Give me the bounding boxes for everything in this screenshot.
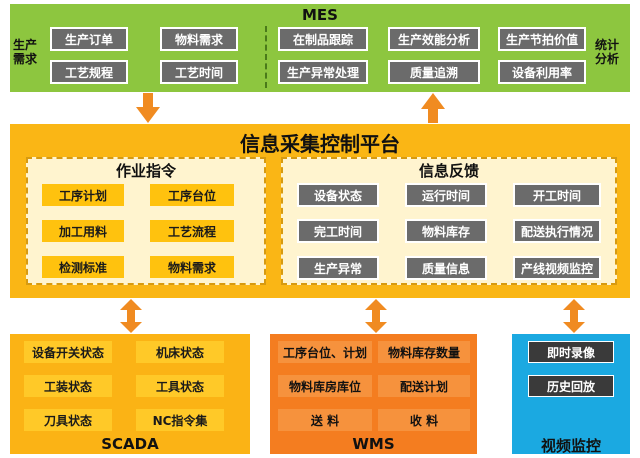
feedback-title: 信息反馈 [418,162,479,180]
mes-item: 工艺时间 [160,60,238,84]
mes-left-label-line: 生产 [12,38,37,52]
scada-title: SCADA [101,435,159,453]
arrow-down-icon [136,93,160,123]
feedback-item: 生产异常 [297,256,379,280]
work-order-item: 工艺流程 [150,220,234,242]
mes-item: 生产效能分析 [388,27,480,51]
feedback-item: 物料库存 [405,219,487,243]
mes-right-label-line: 统计 [594,38,619,52]
feedback-item: 设备状态 [297,183,379,207]
platform-title: 信息采集控制平台 [240,132,400,156]
mes-left-label-line: 需求 [12,52,37,66]
mes-item: 质量追溯 [388,60,480,84]
double-arrow-icon [365,299,387,333]
scada-item: 设备开关状态 [24,341,112,363]
arrow-up-icon [421,93,445,123]
mes-item: 物料需求 [160,27,238,51]
feedback-item: 质量信息 [405,256,487,280]
mes-right-label: 统计 分析 [594,38,620,66]
scada-item: 工装状态 [24,375,112,397]
mes-left-label: 生产 需求 [12,38,38,66]
video-item: 历史回放 [528,375,614,397]
mes-item: 在制品跟踪 [278,27,368,51]
work-order-item: 加工用料 [42,220,124,242]
work-order-item: 工序台位 [150,184,234,206]
scada-item: 机床状态 [136,341,224,363]
video-item: 即时录像 [528,341,614,363]
mes-right-label-line: 分析 [594,52,619,66]
feedback-item: 产线视频监控 [513,256,601,280]
double-arrow-icon [563,299,585,333]
wms-item: 工序台位、计划 [278,341,372,363]
mes-item: 设备利用率 [498,60,586,84]
work-order-item: 物料需求 [150,256,234,278]
wms-item: 收 料 [378,409,470,431]
scada-item: 刀具状态 [24,409,112,431]
work-order-title: 作业指令 [115,162,176,180]
wms-title: WMS [352,435,395,453]
work-order-item: 工序计划 [42,184,124,206]
mes-item: 工艺规程 [50,60,128,84]
wms-item: 送 料 [278,409,372,431]
scada-item: 工具状态 [136,375,224,397]
double-arrow-icon [120,299,142,333]
mes-divider [265,26,267,88]
mes-title: MES [302,6,338,24]
mes-item: 生产订单 [50,27,128,51]
work-order-item: 检测标准 [42,256,124,278]
mes-item: 生产节拍价值 [498,27,586,51]
feedback-item: 开工时间 [513,183,601,207]
feedback-item: 运行时间 [405,183,487,207]
wms-item: 物料库存数量 [378,341,470,363]
wms-item: 物料库房库位 [278,375,372,397]
mes-item: 生产异常处理 [278,60,368,84]
feedback-item: 配送执行情况 [513,219,601,243]
feedback-item: 完工时间 [297,219,379,243]
wms-item: 配送计划 [378,375,470,397]
scada-item: NC指令集 [136,409,224,431]
video-title: 视频监控 [540,437,601,455]
